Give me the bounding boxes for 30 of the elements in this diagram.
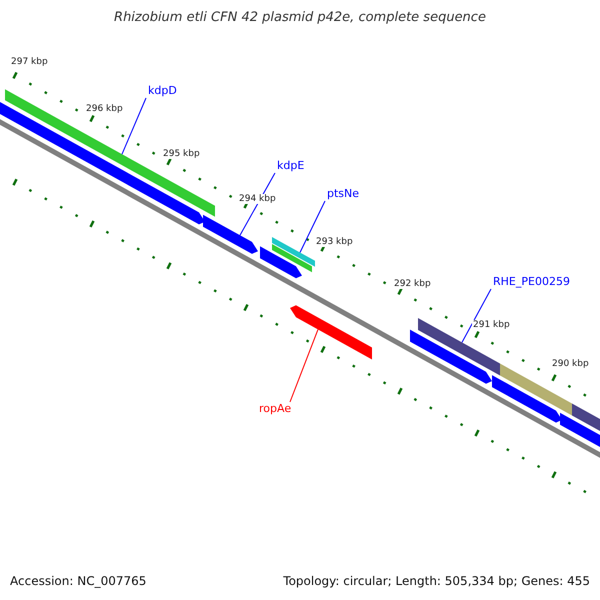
- leader-line: [300, 200, 326, 253]
- gene-bar: [272, 244, 312, 272]
- gene-label: kdpE: [277, 159, 304, 172]
- pointed-gene-bar: [560, 412, 600, 450]
- pointed-gene-bar: [290, 305, 372, 360]
- gene-label: ropAe: [259, 402, 292, 415]
- tick-label: 291 kbp: [472, 320, 511, 330]
- leader-line: [122, 98, 146, 155]
- tick-label: 297 kbp: [10, 57, 49, 67]
- pointed-gene-bar: [0, 102, 205, 224]
- tick-label: 292 kbp: [393, 279, 432, 289]
- summary-text: Topology: circular; Length: 505,334 bp; Genes: 455: [283, 574, 590, 588]
- diagram-title: Rhizobium etli CFN 42 plasmid p42e, complete sequence: [113, 10, 487, 25]
- gene-label: ptsNe: [327, 187, 360, 200]
- gene-label: kdpD: [148, 84, 177, 97]
- tick-label: 293 kbp: [315, 237, 354, 247]
- pointed-gene-bar: [203, 214, 258, 254]
- tick-label: 294 kbp: [238, 194, 277, 204]
- tick-label: 295 kbp: [162, 149, 201, 159]
- leader-line: [240, 172, 276, 236]
- gene-label: RHE_PE00259: [493, 275, 570, 288]
- tick-label: 290 kbp: [551, 359, 590, 369]
- tick-label: 296 kbp: [85, 104, 124, 114]
- pointed-gene-bar: [410, 330, 492, 384]
- gene-bar: [272, 237, 315, 267]
- pointed-gene-bar: [260, 246, 302, 278]
- accession-text: Accession: NC_007765: [10, 574, 146, 588]
- pointed-gene-bar: [492, 375, 562, 423]
- leader-line: [462, 288, 492, 343]
- leader-line: [290, 329, 318, 402]
